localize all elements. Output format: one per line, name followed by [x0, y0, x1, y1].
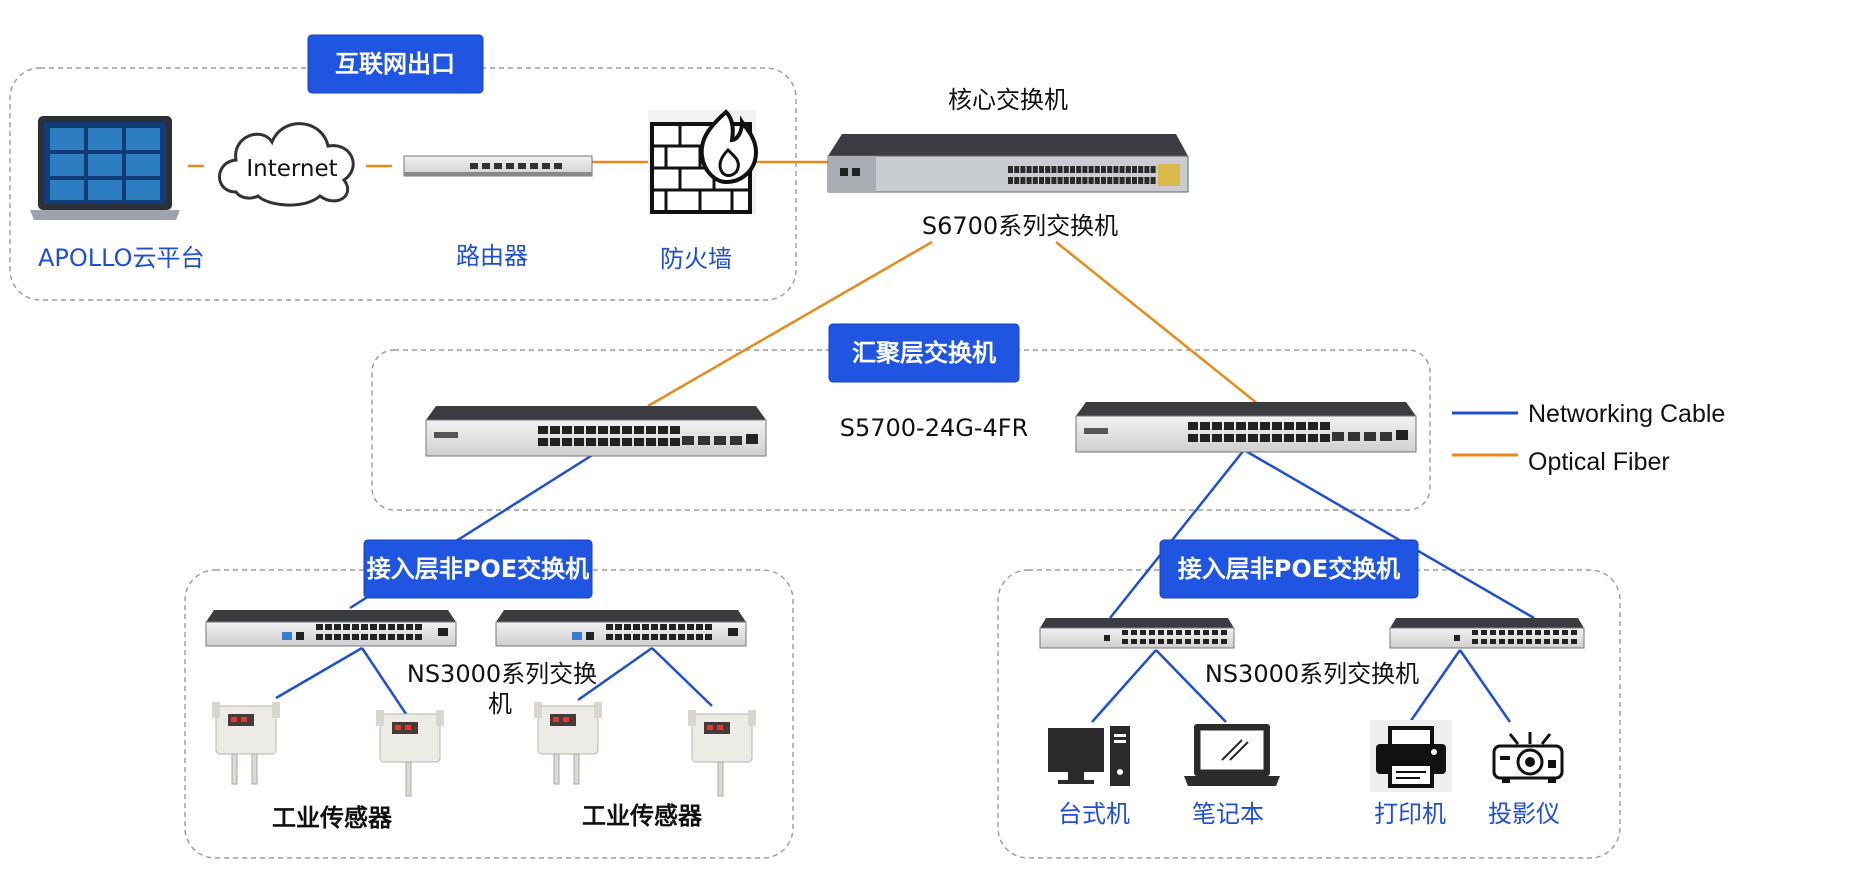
sensor-icon [376, 710, 444, 797]
laptop-label: 笔记本 [1192, 800, 1264, 828]
agg-switch-icon [425, 406, 767, 457]
badge-aggregation: 汇聚层交换机 [828, 323, 1020, 383]
svg-text:汇聚层交换机: 汇聚层交换机 [852, 339, 996, 367]
svg-text:互联网出口: 互联网出口 [335, 50, 455, 78]
access-switch-icon [205, 610, 457, 647]
desktop-label: 台式机 [1058, 800, 1130, 828]
legend-networking-label: Networking Cable [1528, 400, 1725, 428]
ns3000-right-label: NS3000系列交换机 [1205, 660, 1419, 688]
router-icon [403, 155, 593, 177]
cable-links [275, 448, 1535, 723]
projector-label: 投影仪 [1488, 800, 1560, 828]
agg-switch-icon [1075, 402, 1417, 453]
printer-label: 打印机 [1374, 800, 1446, 828]
legend-fiber-label: Optical Fiber [1528, 448, 1670, 476]
badge-access-left: 接入层非POE交换机 [363, 539, 593, 599]
printer-icon [1370, 720, 1452, 792]
access-switch-icon [1039, 618, 1235, 649]
badge-internet-exit: 互联网出口 [307, 34, 484, 94]
projector-icon [1492, 732, 1564, 783]
ns3000-left-label: NS3000系列交换 [407, 660, 597, 688]
access-switch-icon [495, 610, 747, 647]
svg-text:接入层非POE交换机: 接入层非POE交换机 [1178, 555, 1400, 583]
core-switch-title: 核心交换机 [948, 86, 1068, 114]
ns3000-left-label-2: 机 [488, 690, 512, 718]
fiber-links [188, 160, 1259, 408]
sensor-icon [534, 702, 602, 785]
sensor-icon [212, 702, 280, 785]
core-switch-model: S6700系列交换机 [922, 212, 1118, 240]
sensor-icon [688, 710, 756, 797]
cloud-icon [218, 122, 355, 207]
sensor-right-label: 工业传感器 [582, 801, 703, 830]
desktop-icon [1048, 726, 1130, 786]
sensor-left-label: 工业传感器 [272, 803, 393, 832]
laptop-icon [30, 116, 180, 220]
badge-access-right: 接入层非POE交换机 [1159, 539, 1419, 599]
laptop-device-icon [1184, 724, 1280, 786]
firewall-icon [648, 109, 759, 214]
firewall-label: 防火墙 [660, 245, 732, 273]
internet-label: Internet [246, 156, 337, 182]
router-label: 路由器 [456, 242, 528, 270]
core-switch-icon [827, 134, 1189, 193]
access-switch-icon [1389, 618, 1585, 649]
svg-text:接入层非POE交换机: 接入层非POE交换机 [367, 555, 589, 583]
legend: Networking Cable Optical Fiber [1452, 400, 1725, 476]
apollo-label: APOLLO云平台 [38, 244, 205, 272]
agg-switch-model: S5700-24G-4FR [840, 414, 1029, 442]
